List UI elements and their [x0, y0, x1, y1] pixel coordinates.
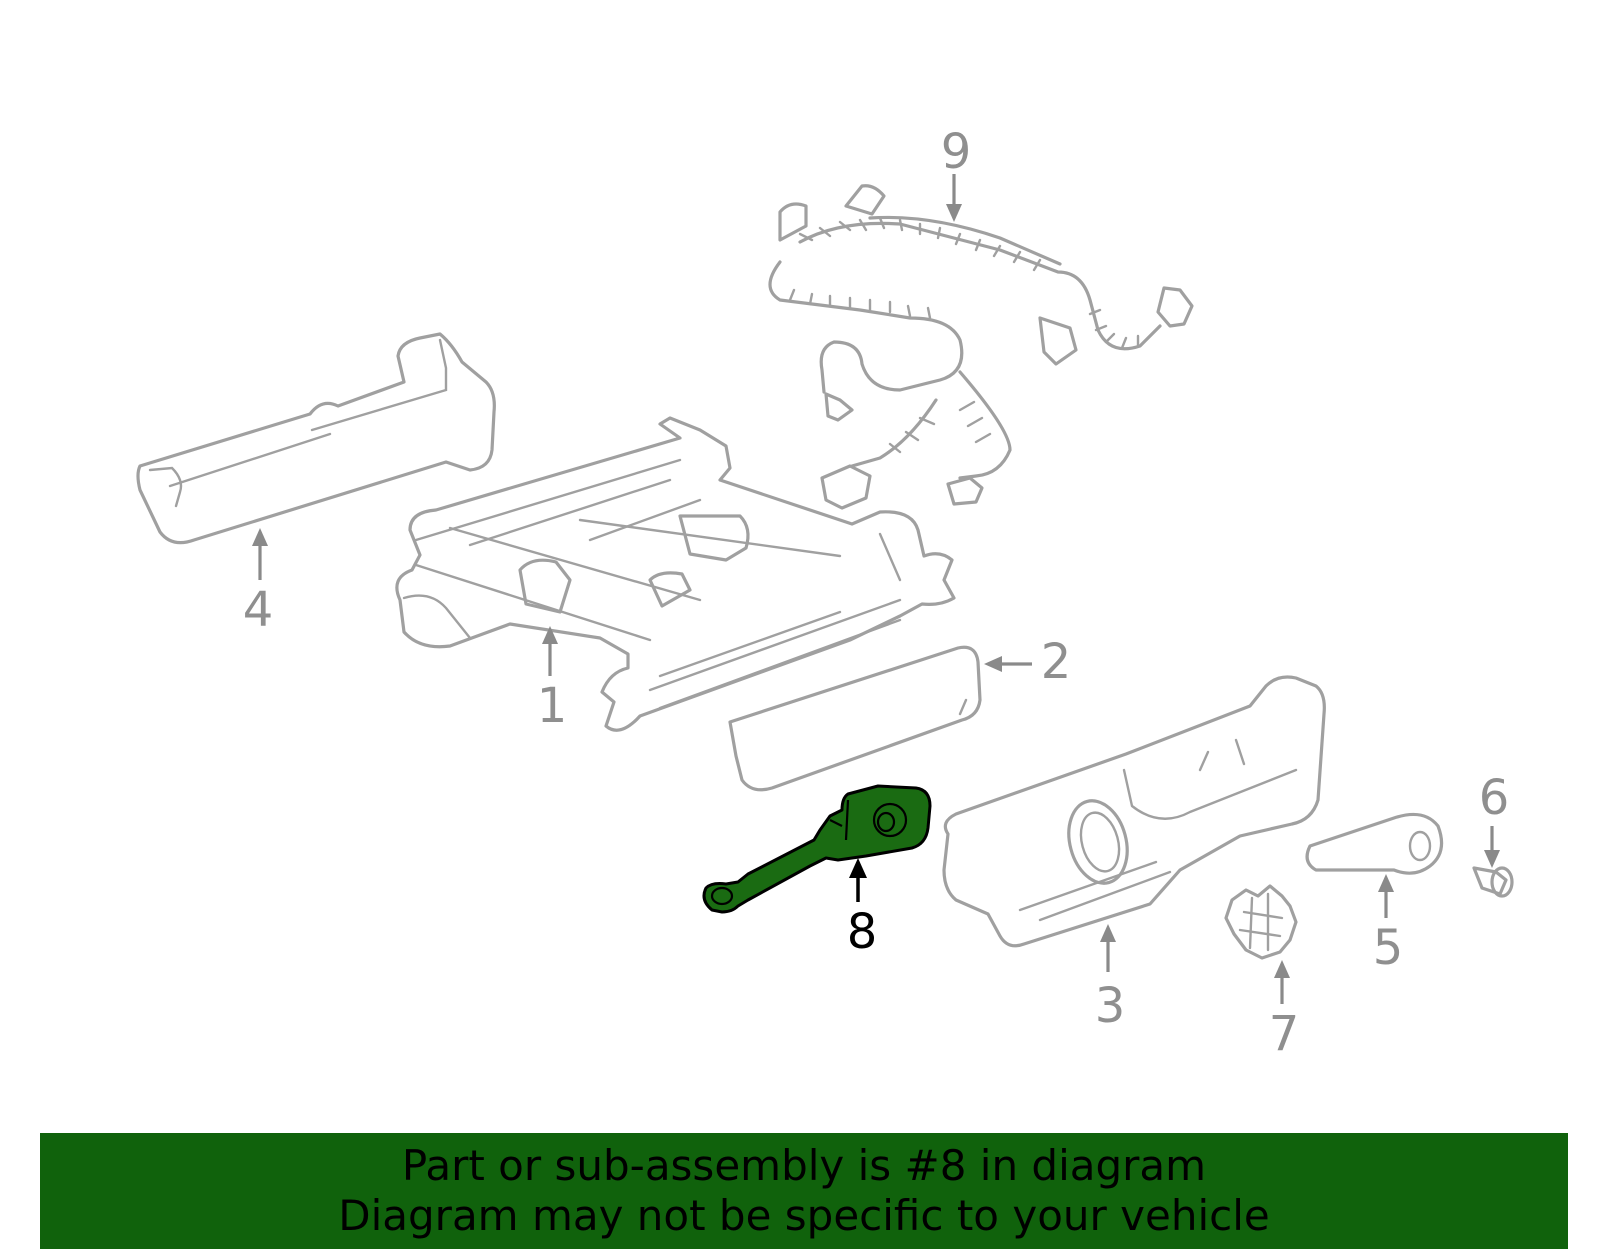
callout-7[interactable]: 7	[1269, 1006, 1300, 1062]
part-7-knob[interactable]	[1224, 884, 1298, 960]
callout-3[interactable]: 3	[1095, 978, 1126, 1034]
part-6-screw[interactable]	[1472, 866, 1514, 898]
banner-line-part-info: Part or sub-assembly is #8 in diagram	[401, 1141, 1207, 1190]
part-4-side-cover[interactable]	[136, 332, 496, 545]
callout-5[interactable]: 5	[1373, 920, 1404, 976]
callout-arrow-2	[984, 656, 1032, 672]
callout-8-highlighted[interactable]: 8	[847, 904, 878, 960]
callout-arrow-3	[1100, 924, 1116, 972]
banner-line-disclaimer: Diagram may not be specific to your vehi…	[338, 1191, 1270, 1240]
callout-1[interactable]: 1	[537, 678, 568, 734]
callout-4[interactable]: 4	[243, 582, 274, 638]
callout-6[interactable]: 6	[1479, 770, 1510, 826]
callout-arrow-6	[1484, 826, 1500, 868]
callout-arrow-5	[1378, 874, 1394, 918]
callout-9[interactable]: 9	[941, 124, 972, 180]
part-8-seat-belt-buckle[interactable]	[702, 784, 932, 914]
info-banner: Part or sub-assembly is #8 in diagram Di…	[40, 1133, 1568, 1249]
callout-2[interactable]: 2	[1041, 634, 1072, 690]
part-2-trim-strip[interactable]	[728, 645, 982, 792]
callout-arrow-4	[252, 528, 268, 580]
part-1-seat-track[interactable]	[395, 416, 956, 732]
part-9-wire-harness[interactable]	[768, 184, 1194, 510]
callout-arrow-9	[946, 174, 962, 222]
callout-arrow-7	[1274, 960, 1290, 1004]
callout-arrow-8	[849, 858, 867, 902]
part-5-handle[interactable]	[1305, 812, 1444, 875]
callout-arrow-1	[542, 626, 558, 676]
parts-diagram: 4 1 2 9 3 5 6 7 8	[136, 124, 1514, 1062]
part-3-side-shield[interactable]	[942, 675, 1326, 948]
